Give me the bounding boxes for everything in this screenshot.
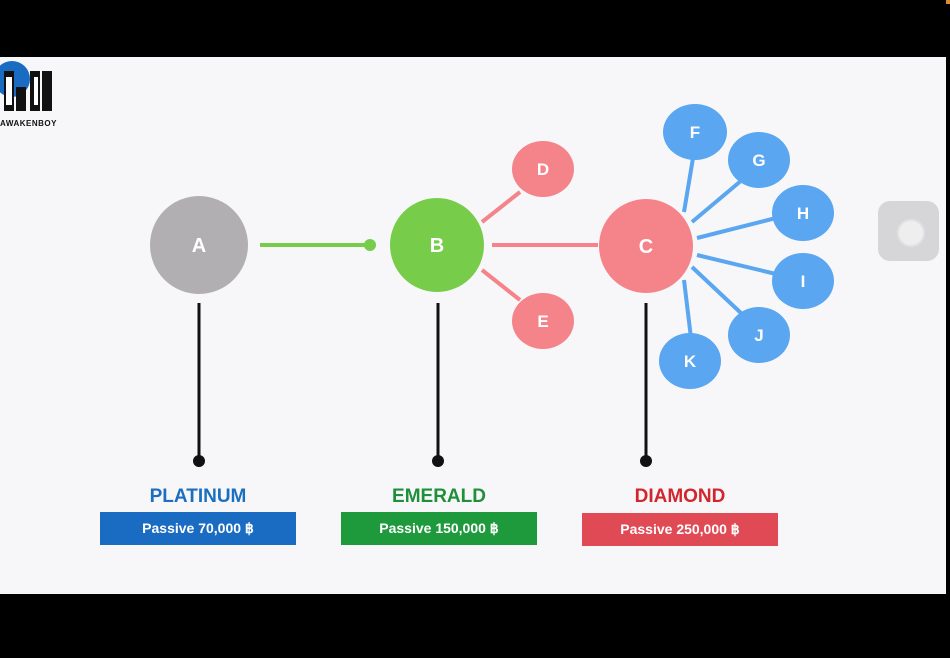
svg-text:K: K — [684, 352, 697, 371]
node-f: F — [663, 104, 727, 160]
tier-name-emerald: EMERALD — [392, 486, 486, 507]
svg-text:F: F — [690, 123, 700, 142]
edge-b-d — [480, 190, 522, 224]
edge-c-f — [682, 157, 695, 213]
edge-c-h — [696, 216, 777, 240]
stem-c-dot — [640, 455, 652, 467]
indicator-dot — [946, 0, 950, 4]
stem-a-dot — [193, 455, 205, 467]
brand-text: AWAKENBOY — [0, 119, 57, 128]
node-b: B — [390, 198, 484, 292]
node-i: I — [772, 253, 834, 309]
tier-box-diamond: Passive 250,000 ฿ — [582, 513, 778, 546]
svg-text:C: C — [639, 236, 653, 258]
edge-c-k — [682, 279, 693, 339]
circle-button-icon — [897, 219, 925, 247]
svg-text:A: A — [192, 235, 206, 257]
svg-text:J: J — [754, 326, 763, 345]
edge-c-g — [690, 178, 744, 224]
svg-text:B: B — [430, 235, 444, 257]
node-d: D — [512, 141, 574, 197]
node-c: C — [599, 199, 693, 293]
stem-b-dot — [432, 455, 444, 467]
slide-frame — [0, 57, 946, 594]
node-k: K — [659, 333, 721, 389]
svg-text:H: H — [797, 204, 809, 223]
logo-icon — [0, 61, 52, 111]
node-j: J — [728, 307, 790, 363]
svg-text:D: D — [537, 160, 549, 179]
brand-logo: AWAKENBOY — [0, 57, 56, 129]
node-h: H — [772, 185, 834, 241]
svg-text:E: E — [537, 312, 548, 331]
node-g: G — [728, 132, 790, 188]
tier-box-emerald: Passive 150,000 ฿ — [341, 512, 537, 545]
tier-name-platinum: PLATINUM — [149, 486, 247, 507]
tier-box-platinum: Passive 70,000 ฿ — [100, 512, 296, 545]
edge-a-b-end — [364, 239, 376, 251]
edge-c-i — [696, 253, 777, 276]
edge-c-j — [690, 265, 744, 316]
tier-name-diamond: DIAMOND — [634, 486, 726, 507]
svg-text:I: I — [801, 272, 806, 291]
node-a: A — [150, 196, 248, 294]
assistive-touch-button[interactable] — [878, 201, 939, 261]
svg-text:G: G — [752, 151, 765, 170]
node-e: E — [512, 293, 574, 349]
edge-b-e — [480, 268, 522, 302]
